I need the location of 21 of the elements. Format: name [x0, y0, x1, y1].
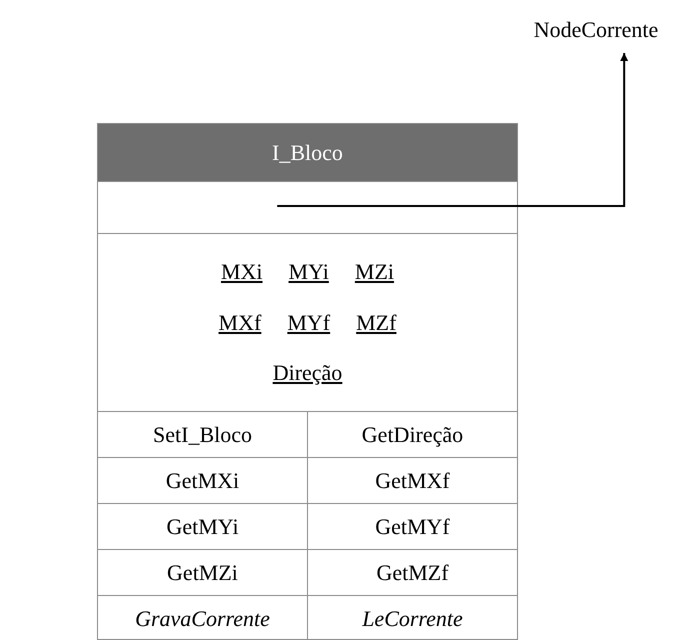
class-name-header: I_Bloco [98, 124, 517, 181]
attribute-name: Direção [272, 360, 342, 386]
method-name: GetMZf [308, 549, 517, 595]
method-name: GetMXf [308, 457, 517, 503]
attribute-name: MZi [354, 258, 394, 285]
attribute-name: MYi [288, 258, 329, 285]
method-name: GetMZi [98, 549, 308, 595]
method-name: GetMYf [308, 503, 517, 549]
attribute-name: MZf [356, 310, 396, 336]
method-name: GetDireção [308, 411, 517, 457]
class-box [97, 123, 518, 640]
attribute-name: MXi [220, 258, 263, 285]
method-name: GravaCorrente [98, 595, 308, 640]
method-name: SetI_Bloco [98, 411, 308, 457]
node-label: NodeCorrente [508, 10, 684, 50]
method-name: LeCorrente [308, 595, 517, 640]
method-name: GetMYi [98, 503, 308, 549]
attribute-name: MYf [287, 310, 330, 336]
method-name: GetMXi [98, 457, 308, 503]
attribute-name: MXf [218, 310, 262, 336]
arrow [277, 53, 628, 207]
